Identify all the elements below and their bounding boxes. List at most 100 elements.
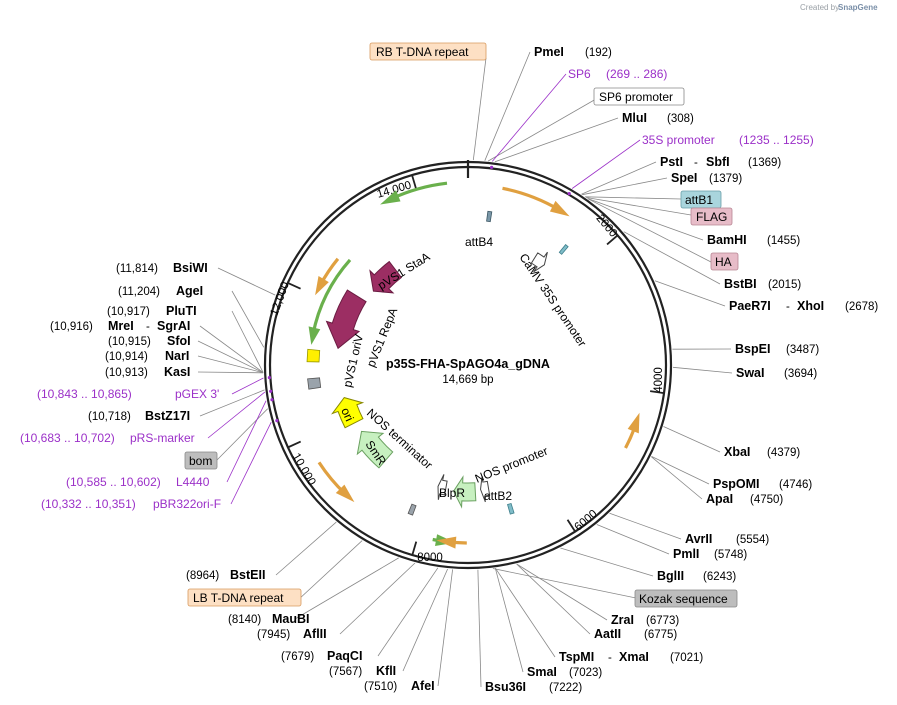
site-zrai: ZraI bbox=[611, 613, 634, 627]
gene-arrow bbox=[311, 258, 352, 335]
primer-leader bbox=[231, 377, 264, 395]
primer-pgex-range: (10,843 .. 10,865) bbox=[37, 387, 132, 401]
attb1-box: attB1 bbox=[680, 190, 722, 209]
site-leader bbox=[651, 456, 703, 500]
cds-arrow bbox=[502, 186, 561, 212]
feature-camv-arrow bbox=[530, 251, 548, 273]
scale-tick-label: 12,000 bbox=[269, 280, 292, 317]
site-leader bbox=[663, 426, 721, 453]
primer-pgex: pGEX 3' bbox=[175, 387, 219, 401]
primer-site-mark bbox=[275, 419, 279, 423]
gene-arrow-head bbox=[380, 190, 401, 205]
site-mrei-pos: (10,916) bbox=[50, 321, 93, 333]
primer-site-mark bbox=[269, 389, 273, 393]
site-leader bbox=[654, 280, 726, 307]
site-kasi-pos: (10,913) bbox=[105, 367, 148, 379]
site-spei-pos: (1379) bbox=[709, 173, 742, 185]
primer-l4440-range: (10,585 .. 10,602) bbox=[66, 475, 161, 489]
bom-box: bom bbox=[184, 451, 218, 470]
site-leader bbox=[197, 371, 264, 374]
svg-text:FLAG: FLAG bbox=[696, 210, 727, 224]
feature-lb-block bbox=[407, 503, 417, 516]
site-psti: PstI bbox=[660, 155, 683, 169]
site-tspmi: TspMI bbox=[559, 650, 594, 664]
primer-prs-range: (10,683 .. 10,702) bbox=[20, 431, 115, 445]
site-zrai-pos: (6773) bbox=[646, 615, 679, 627]
site-maubi-pos: (8140) bbox=[228, 614, 261, 626]
site-leader bbox=[294, 557, 399, 620]
feature-ori-arrow bbox=[331, 397, 365, 429]
site-leader bbox=[582, 177, 668, 196]
svg-text:LB T-DNA repeat: LB T-DNA repeat bbox=[193, 591, 284, 605]
feature-attb4-block bbox=[486, 210, 493, 223]
feature-oriV-block bbox=[306, 348, 321, 363]
site-pmli: PmlI bbox=[673, 547, 699, 561]
site-pmei-pos: (192) bbox=[585, 47, 612, 59]
site-kfli-pos: (7567) bbox=[329, 666, 362, 678]
site-spei: SpeI bbox=[671, 171, 697, 185]
feature-attb2-label: attB2 bbox=[484, 489, 512, 503]
feature-bom-block bbox=[307, 377, 322, 390]
cds-arrow-head bbox=[549, 200, 570, 217]
site-swai-pos: (3694) bbox=[784, 368, 817, 380]
site-leader bbox=[197, 355, 264, 374]
feature-leader bbox=[472, 57, 487, 161]
site-afei: AfeI bbox=[411, 679, 435, 693]
primer-site-mark bbox=[267, 376, 271, 380]
site-bsu36i: Bsu36I bbox=[485, 680, 526, 694]
site-aatii: AatII bbox=[594, 627, 621, 641]
site-sfoi: SfoI bbox=[167, 334, 191, 348]
site-afei-pos: (7510) bbox=[364, 681, 397, 693]
feature-leader bbox=[492, 568, 637, 599]
rb-repeat-box: RB T-DNA repeat bbox=[369, 42, 487, 61]
site-xbai-pos: (4379) bbox=[767, 447, 800, 459]
site-mlui-pos: (308) bbox=[667, 113, 694, 125]
plasmid-name: p35S-FHA-SpAGO4a_gDNA bbox=[386, 357, 550, 371]
site-leader bbox=[339, 562, 416, 635]
feature-nos-prom-label: NOS promoter bbox=[473, 444, 550, 486]
site-sfoi-pos: (10,915) bbox=[108, 336, 151, 348]
site-tspmi-pos: (7021) bbox=[670, 652, 703, 664]
site-pluti-pos: (10,917) bbox=[107, 306, 150, 318]
site-bspei: BspEI bbox=[735, 342, 770, 356]
scale-tick bbox=[411, 541, 418, 556]
site-leader bbox=[402, 568, 448, 672]
primer-sp6: SP6 bbox=[568, 67, 591, 81]
site-bstz17i: BstZ17I bbox=[145, 409, 190, 423]
site-bsteii-pos: (8964) bbox=[186, 570, 219, 582]
primer-leader bbox=[491, 73, 567, 162]
site-apai-pos: (4750) bbox=[750, 494, 783, 506]
site-pspomi-pos: (4746) bbox=[779, 479, 812, 491]
site-mlui: MluI bbox=[622, 111, 647, 125]
cds-arrow-head bbox=[315, 276, 329, 296]
site-leader bbox=[231, 290, 265, 348]
site-bsiwi-pos: (11,814) bbox=[116, 263, 158, 275]
scale-tick bbox=[287, 282, 301, 290]
primer-35s: 35S promoter bbox=[642, 133, 715, 147]
site-agei: AgeI bbox=[176, 284, 203, 298]
cds-arrow-head bbox=[436, 536, 457, 549]
site-pluti: PluTI bbox=[166, 304, 197, 318]
feature-smr-arrow bbox=[356, 430, 394, 469]
primer-35s-range: (1235 .. 1255) bbox=[739, 133, 814, 147]
site-bglii: BglII bbox=[657, 569, 684, 583]
scale-tick bbox=[411, 174, 417, 189]
site-kfli: KflI bbox=[376, 664, 396, 678]
site-leader bbox=[231, 310, 264, 373]
primer-leader bbox=[226, 400, 267, 483]
svg-text:HA: HA bbox=[715, 255, 732, 269]
site-leader bbox=[516, 563, 591, 635]
sp6-promoter-box: SP6 promoter bbox=[593, 87, 685, 106]
site-bstbi: BstBI bbox=[724, 277, 757, 291]
gene-arrow-head bbox=[308, 326, 321, 345]
site-leader bbox=[217, 267, 276, 296]
feature-attb2-block bbox=[507, 502, 515, 515]
primer-pbr322-range: (10,332 .. 10,351) bbox=[41, 497, 136, 511]
site-leader bbox=[199, 325, 264, 373]
svg-text:attB1: attB1 bbox=[685, 193, 713, 207]
site-nari-pos: (10,914) bbox=[105, 351, 148, 363]
site-kasi: KasI bbox=[164, 365, 190, 379]
site-leader bbox=[199, 389, 265, 417]
site-mrei: MreI bbox=[108, 319, 134, 333]
